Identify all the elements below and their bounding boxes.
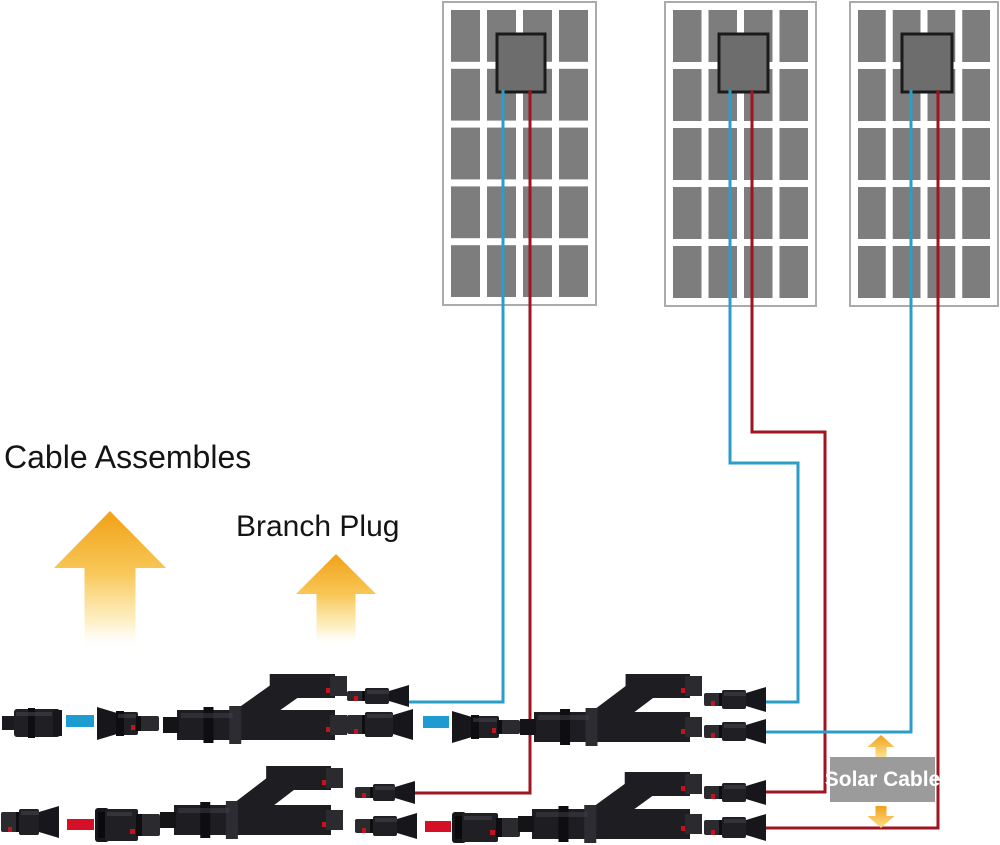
connector-branch xyxy=(518,772,702,843)
label-solar-cable: Solar Cable xyxy=(824,767,941,791)
junction-box-3 xyxy=(900,32,954,94)
label-cable-assembles: Cable Assembles xyxy=(4,439,252,475)
solar-cable-box xyxy=(830,757,935,802)
polarity-dash-positive xyxy=(423,716,449,728)
polarity-dashes-group xyxy=(66,715,451,832)
connector-plug xyxy=(2,708,62,738)
solar-cable-arrow-down-icon xyxy=(867,806,895,828)
connector-bell-right xyxy=(355,813,417,839)
connector-bell-right xyxy=(347,685,409,707)
solar-cable-arrow-up-icon xyxy=(867,735,895,757)
polarity-dash-negative xyxy=(425,821,451,832)
connector-bell-right xyxy=(347,709,413,740)
wire-panel3-positive xyxy=(766,90,913,734)
wire-panel2-negative xyxy=(750,90,827,794)
wire-panel1-positive xyxy=(409,90,505,704)
connector-bell-right xyxy=(704,780,766,805)
connector-bell-right xyxy=(704,814,766,841)
connector-branch xyxy=(520,674,702,746)
branch-plug-arrow-icon xyxy=(296,554,376,646)
wire-panel1-negative xyxy=(415,90,532,795)
wires-group xyxy=(409,90,940,830)
cable-assembles-arrow-icon xyxy=(54,511,166,650)
connectors-group xyxy=(1,674,766,843)
polarity-dash-negative xyxy=(67,819,94,830)
connector-socket-left xyxy=(452,812,520,843)
solar-panels-group xyxy=(442,1,999,307)
connector-bell-right xyxy=(355,781,415,804)
junction-box-2 xyxy=(717,32,770,94)
wire-panel2-positive xyxy=(728,90,800,704)
connector-branch xyxy=(160,766,343,839)
junction-box-1 xyxy=(495,32,547,94)
connector-branch xyxy=(163,674,347,744)
connector-bell-right xyxy=(704,719,766,744)
label-branch-plug: Branch Plug xyxy=(236,510,400,543)
connector-bell-right xyxy=(704,687,766,712)
connector-bell-left xyxy=(97,707,159,740)
wire-panel3-negative xyxy=(766,90,940,830)
connector-socket-left xyxy=(95,808,160,842)
arrows-group xyxy=(54,511,895,828)
connector-bell-left xyxy=(452,711,520,743)
polarity-dash-positive xyxy=(66,715,94,727)
connector-bell-right xyxy=(1,806,59,838)
